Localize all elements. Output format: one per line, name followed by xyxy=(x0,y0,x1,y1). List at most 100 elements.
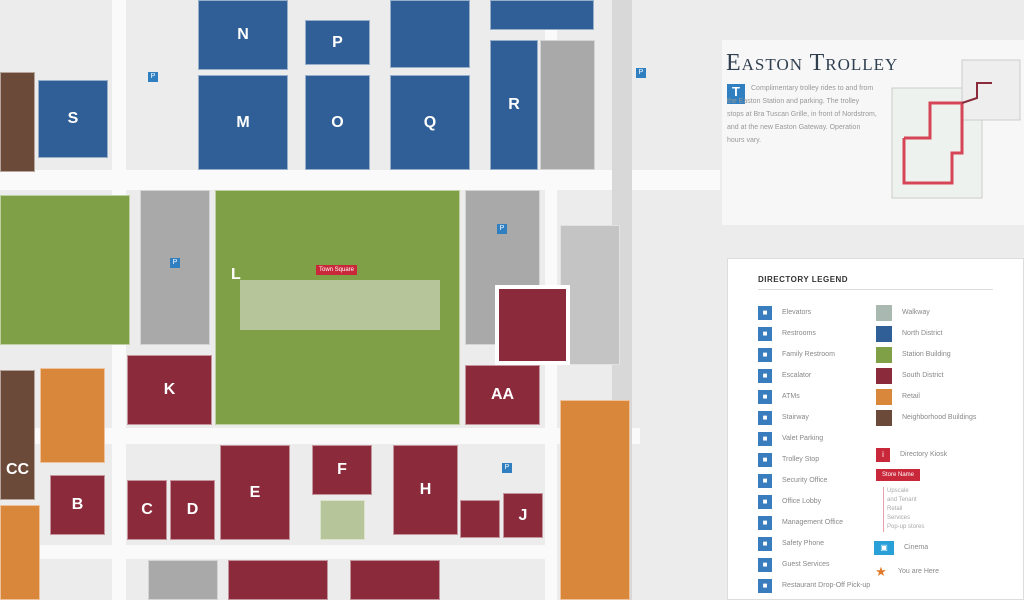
legend-label: Neighborhood Buildings xyxy=(902,414,977,421)
legend-item: ■Family Restroom xyxy=(758,344,870,365)
parking-icon[interactable]: P xyxy=(148,72,158,82)
legend-label: ATMs xyxy=(782,393,800,400)
station-building-west[interactable] xyxy=(0,195,130,345)
retail-building[interactable] xyxy=(0,505,40,600)
road xyxy=(0,545,545,559)
legend-item: ■ Office Lobby xyxy=(758,491,870,512)
tag-line: Pop-up stores xyxy=(887,524,925,530)
tag-line: and Tenant xyxy=(887,497,917,503)
legend-item: ■Guest Services xyxy=(758,554,870,575)
building-label: J xyxy=(518,506,528,524)
plaza xyxy=(320,500,365,540)
trolley-title: Easton Trolley xyxy=(726,50,899,76)
building-cc[interactable]: CC xyxy=(0,370,35,500)
retail-building[interactable] xyxy=(560,400,630,600)
parking-icon[interactable]: P xyxy=(497,224,507,234)
building-label: R xyxy=(508,96,520,113)
legend-title: Directory Legend xyxy=(758,275,849,284)
building-south[interactable] xyxy=(228,560,328,600)
building-north[interactable] xyxy=(490,0,594,30)
store-tag[interactable]: Town Square xyxy=(316,265,358,275)
building-label: M xyxy=(236,113,250,131)
legend-label: Safety Phone xyxy=(782,540,825,547)
building-d[interactable]: D xyxy=(170,480,215,540)
retail-building[interactable] xyxy=(40,368,105,463)
color-swatch xyxy=(876,346,892,363)
legend-label: Restrooms xyxy=(782,330,816,337)
legend-item: ■Safety Phone xyxy=(758,533,870,554)
star-icon: ★ xyxy=(875,563,887,579)
legend-label: Trolley Stop xyxy=(782,456,820,463)
legend-item: North District xyxy=(876,323,976,344)
trolley-route-map xyxy=(891,59,1021,199)
legend-item: ■Escalator xyxy=(758,365,870,386)
building-aa[interactable]: AA xyxy=(465,365,540,425)
building-q[interactable]: Q xyxy=(390,75,470,170)
building-p[interactable]: P xyxy=(305,20,370,65)
parking-garage[interactable] xyxy=(148,560,218,600)
color-swatch xyxy=(876,325,892,342)
building-label: K xyxy=(163,381,176,398)
legend-label: Office Lobby xyxy=(782,498,822,505)
building-b[interactable]: B xyxy=(50,475,105,535)
building-r[interactable]: R xyxy=(490,40,538,170)
trolley-panel: Easton Trolley T Complimentary trolley r… xyxy=(722,40,1024,225)
legend-label: Walkway xyxy=(902,309,930,316)
legend-item: Neighborhood Buildings xyxy=(876,407,976,428)
legend-item: ■ Trolley Stop xyxy=(758,449,870,470)
building-n[interactable]: N xyxy=(198,0,288,70)
building-label: S xyxy=(67,110,79,127)
legend-label: Directory Kiosk xyxy=(900,451,948,458)
trolley-stop-icon: ■ xyxy=(758,452,772,467)
restroom-icon: ■ xyxy=(758,326,772,341)
parking-icon[interactable]: P xyxy=(170,258,180,268)
tag-line: Retail xyxy=(887,506,903,512)
legend-item: ■Elevators xyxy=(758,302,870,323)
legend-label: Cinema xyxy=(904,544,929,551)
building-label: D xyxy=(186,501,199,518)
building-s[interactable]: S xyxy=(38,80,108,158)
parking-garage[interactable] xyxy=(540,40,595,170)
legend-label: Management Office xyxy=(782,519,843,526)
building-label: E xyxy=(249,483,261,501)
office-lobby-icon: ■ xyxy=(758,494,772,509)
building-m[interactable]: M xyxy=(198,75,288,170)
building-label: N xyxy=(237,26,249,43)
parking-lot[interactable] xyxy=(560,225,620,365)
security-icon: ■ xyxy=(758,473,772,488)
legend-label: Escalator xyxy=(782,372,812,379)
building-south[interactable] xyxy=(350,560,440,600)
color-swatch xyxy=(876,304,892,321)
legend-item: ▣ Cinema xyxy=(874,537,928,558)
building-label: L xyxy=(231,266,241,283)
legend-label: Retail xyxy=(902,393,920,400)
neighborhood-building[interactable] xyxy=(0,72,35,172)
legend-label: Restaurant Drop-Off Pick-up xyxy=(782,582,871,589)
tag-line: Services xyxy=(887,515,911,521)
legend-label: Guest Services xyxy=(782,561,830,568)
store-popup[interactable] xyxy=(495,285,570,365)
color-swatch xyxy=(876,388,892,405)
legend-label: Security Office xyxy=(782,477,828,484)
legend-item: ■Stairway xyxy=(758,407,870,428)
town-square xyxy=(240,280,440,330)
building-o[interactable]: O xyxy=(305,75,370,170)
building-e[interactable]: E xyxy=(220,445,290,540)
parking-icon[interactable]: P xyxy=(636,68,646,78)
building-south[interactable] xyxy=(460,500,500,538)
legend-item: ■ Security Office xyxy=(758,470,870,491)
building-north[interactable] xyxy=(390,0,470,68)
building-k[interactable]: K xyxy=(127,355,212,425)
legend-item: South District xyxy=(876,365,976,386)
parking-icon[interactable]: P xyxy=(502,463,512,473)
building-label: CC xyxy=(5,461,30,478)
building-f[interactable]: F xyxy=(312,445,372,495)
divider xyxy=(758,289,993,290)
building-j[interactable]: J xyxy=(503,493,543,538)
building-h[interactable]: H xyxy=(393,445,458,535)
legend-label: North District xyxy=(902,330,943,337)
cinema-icon: ▣ xyxy=(874,540,894,555)
building-c[interactable]: C xyxy=(127,480,167,540)
building-label: C xyxy=(141,501,153,518)
